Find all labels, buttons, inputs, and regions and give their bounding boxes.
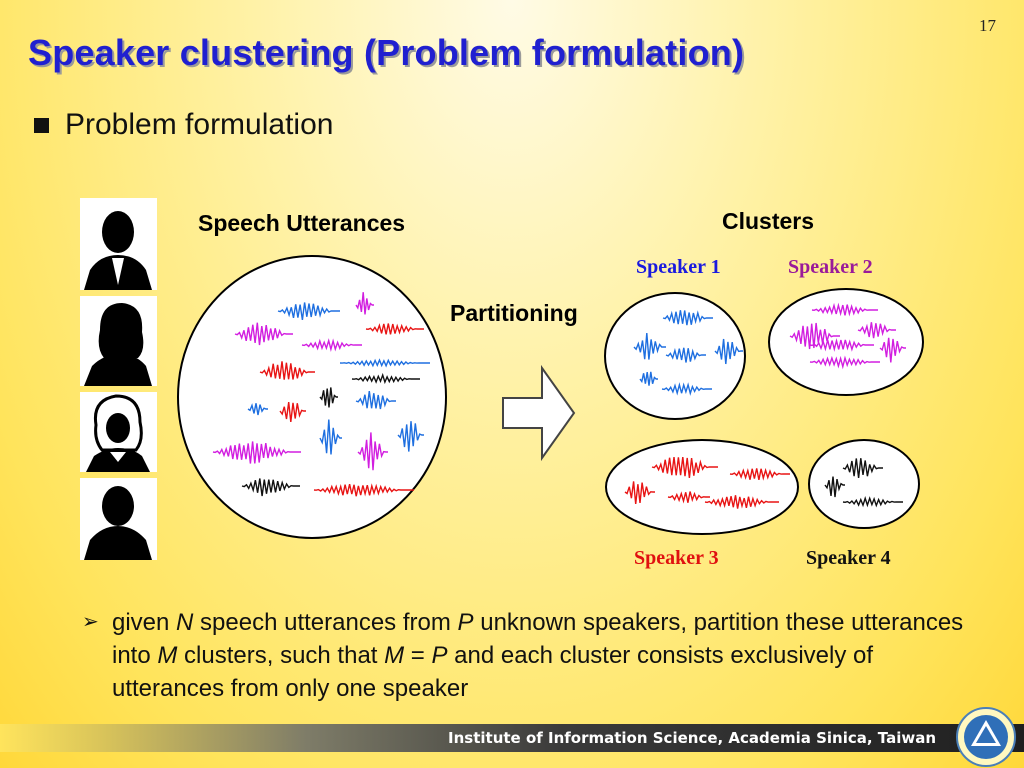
utterance-waveform [319, 387, 338, 408]
speaker-1-label: Speaker 1 [636, 256, 721, 278]
page-number: 17 [979, 16, 996, 35]
silhouette-column [80, 198, 157, 560]
man-silhouette-icon [80, 198, 157, 290]
cluster-waveform [857, 322, 896, 339]
speaker-3-label: Speaker 3 [634, 547, 719, 569]
footer-bar [0, 724, 1024, 752]
partition-arrow-icon [502, 364, 576, 462]
utterance-waveform [234, 322, 293, 346]
utterance-waveform [301, 338, 362, 352]
cluster-waveform [661, 382, 712, 396]
cluster-waveform [809, 338, 874, 352]
arrow-bullet-icon: ➢ [82, 611, 99, 633]
bullet-item: Problem formulation [34, 108, 333, 142]
utterance-waveform [241, 478, 300, 497]
desc-text-3: unknown speakers, partition these uttera… [112, 609, 964, 669]
clusters-label: Clusters [722, 208, 814, 234]
speaker-clustering-diagram: Speech Utterances Clusters Partitioning … [80, 198, 924, 569]
square-bullet-icon [34, 117, 49, 133]
cluster-waveform [714, 338, 743, 365]
footer-text: Institute of Information Science, Academ… [448, 729, 936, 747]
partitioning-label: Partitioning [450, 300, 578, 326]
cluster-waveforms [624, 302, 906, 509]
utterance-waveform [365, 323, 424, 335]
cluster-speaker-3 [605, 439, 799, 535]
cluster-speaker-4 [808, 439, 920, 529]
speaker-4-label: Speaker 4 [806, 547, 891, 569]
cluster-waveform [667, 491, 710, 504]
academia-sinica-logo-icon [956, 707, 1016, 767]
var-n: N [176, 609, 194, 636]
cluster-waveform [811, 302, 878, 317]
boy-silhouette-icon [80, 478, 157, 560]
cluster-waveform [789, 322, 840, 350]
cluster-waveform [729, 467, 790, 481]
speaker-2-label: Speaker 2 [788, 256, 873, 278]
woman-silhouette-icon [80, 296, 157, 386]
woman-curly-hair-silhouette-icon [80, 392, 157, 472]
cluster-waveform [842, 496, 903, 508]
bullet-text: Problem formulation [65, 108, 334, 141]
desc-text-2: speech utterances from [193, 609, 458, 636]
utterance-waveform [351, 372, 420, 385]
description-text: given N speech utterances from P unknown… [112, 606, 982, 705]
desc-text-6: and each cluster consists exclusively of… [112, 642, 874, 702]
utterance-waveform [313, 483, 414, 497]
desc-text-4: clusters, such that [177, 642, 385, 669]
cluster-speaker-1 [604, 292, 746, 420]
var-m: M [157, 642, 178, 669]
slide-title: Speaker clustering (Problem formulation) [28, 32, 745, 73]
var-p: P [457, 609, 474, 636]
cluster-waveform [633, 332, 666, 360]
cluster-waveform [824, 476, 845, 498]
utterance-waveform [357, 432, 388, 471]
utterance-waveform [277, 302, 340, 321]
cluster-waveform [809, 355, 880, 370]
speech-utterances-label: Speech Utterances [198, 210, 405, 236]
cluster-waveform [624, 481, 655, 504]
desc-text-1: given [112, 609, 177, 636]
cluster-waveform [704, 495, 779, 509]
var-p-2: P [431, 642, 448, 669]
cluster-waveform [842, 458, 883, 478]
cluster-waveform [662, 310, 713, 326]
utterance-waveform [247, 403, 268, 416]
utterance-waveform [212, 441, 301, 464]
utterance-pool-circle [177, 255, 447, 539]
utterance-waveform [355, 391, 396, 410]
cluster-waveform [665, 347, 706, 363]
cluster-waveform [879, 337, 906, 363]
utterance-waveform [397, 421, 424, 452]
utterance-waveforms [212, 292, 430, 497]
utterance-waveform [279, 402, 306, 422]
cluster-waveform [639, 371, 658, 386]
var-m-2: M [384, 642, 405, 669]
utterance-waveform [259, 361, 315, 380]
utterance-waveform [339, 358, 430, 368]
desc-text-5: = [404, 642, 432, 669]
cluster-waveform [651, 457, 718, 478]
description-bullet: ➢ given N speech utterances from P unkno… [82, 606, 982, 705]
utterance-waveform [355, 292, 374, 315]
utterance-waveform [319, 419, 342, 455]
